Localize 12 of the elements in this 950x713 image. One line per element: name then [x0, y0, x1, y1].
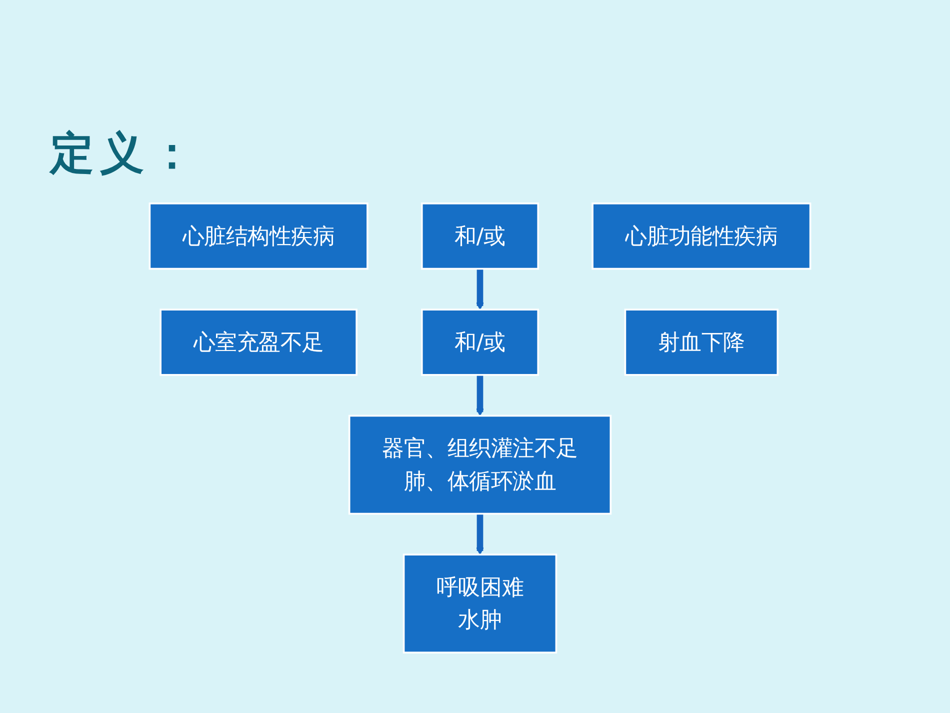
node-box: 和/或	[420, 202, 540, 270]
node-box: 呼吸困难 水肿	[402, 554, 558, 654]
arrow	[476, 514, 484, 555]
node-box: 和/或	[420, 308, 540, 376]
arrow	[476, 374, 484, 416]
title: 定义：	[50, 128, 200, 181]
node-box: 器官、组织灌注不足 肺、体循环淤血	[348, 414, 612, 515]
arrow	[476, 268, 484, 310]
node-box: 心室充盈不足	[160, 308, 358, 376]
node-box: 射血下降	[624, 308, 779, 376]
node-box: 心脏功能性疾病	[592, 202, 812, 270]
node-box: 心脏结构性疾病	[148, 202, 368, 270]
